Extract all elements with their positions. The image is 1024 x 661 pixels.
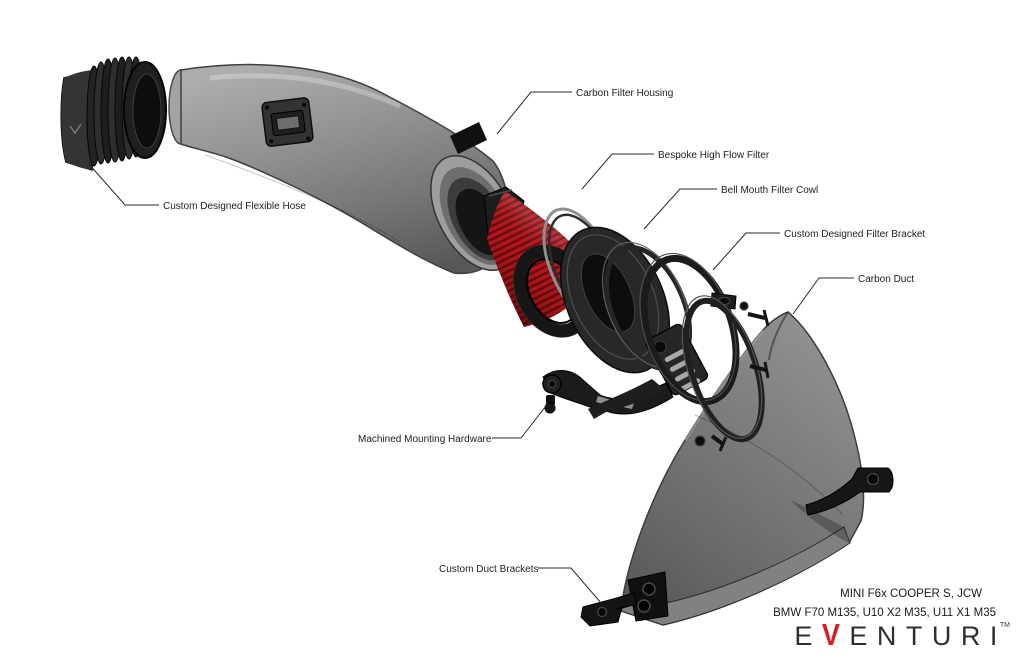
carbon-filter-housing-leader-line bbox=[496, 91, 572, 135]
machined-mounting-hardware-label: Machined Mounting Hardware bbox=[358, 434, 492, 445]
custom-designed-flexible-hose-label: Custom Designed Flexible Hose bbox=[163, 201, 306, 212]
hose-arrow-mark bbox=[69, 123, 82, 135]
brand-letter-e: E bbox=[794, 621, 822, 651]
carbon-duct-leader-line bbox=[792, 277, 854, 315]
bell-mouth-filter-cowl-leader-line bbox=[643, 188, 717, 230]
stud-ring bbox=[681, 295, 770, 452]
model-line-1: MINI F6x COOPER S, JCW bbox=[840, 588, 982, 600]
carbon-filter-housing-label: Carbon Filter Housing bbox=[576, 88, 673, 99]
custom-designed-flexible-hose-leader-line bbox=[87, 162, 159, 206]
brand-logo: EVENTURITM bbox=[794, 618, 1010, 652]
brand-v-mark: V bbox=[821, 618, 850, 652]
duct-base-flange bbox=[620, 526, 851, 626]
bell-mouth-filter-cowl-label: Bell Mouth Filter Cowl bbox=[721, 185, 818, 196]
carbon-duct-label: Carbon Duct bbox=[858, 274, 914, 285]
carbon-filter-housing bbox=[168, 63, 518, 275]
housing-inlet-patch bbox=[450, 122, 487, 154]
custom-duct-brackets-label: Custom Duct Brackets bbox=[439, 564, 538, 575]
custom-designed-filter-bracket-leader-line bbox=[712, 232, 780, 271]
machined-mounting-hardware-leader-line bbox=[492, 401, 550, 439]
custom-designed-filter-bracket-label: Custom Designed Filter Bracket bbox=[784, 229, 925, 240]
duct-bracket-left bbox=[580, 571, 669, 627]
brand-letters: ENTURI bbox=[849, 621, 1007, 651]
duct-bracket-right bbox=[805, 467, 894, 516]
carbon-duct bbox=[620, 311, 865, 626]
model-line-2: BMW F70 M135, U10 X2 M35, U11 X1 M35 bbox=[773, 607, 996, 619]
brand-trademark: TM bbox=[999, 622, 1010, 629]
bespoke-high-flow-filter-label: Bespoke High Flow Filter bbox=[658, 150, 770, 161]
custom-duct-brackets-leader-line bbox=[538, 567, 602, 604]
mounting-hardware bbox=[542, 370, 674, 415]
housing-sensor-port bbox=[261, 97, 314, 147]
bespoke-high-flow-filter-leader-line bbox=[581, 153, 654, 190]
flexible-hose bbox=[60, 56, 167, 172]
mounting-studs bbox=[710, 309, 770, 452]
bracket-lower-arm bbox=[588, 379, 664, 419]
